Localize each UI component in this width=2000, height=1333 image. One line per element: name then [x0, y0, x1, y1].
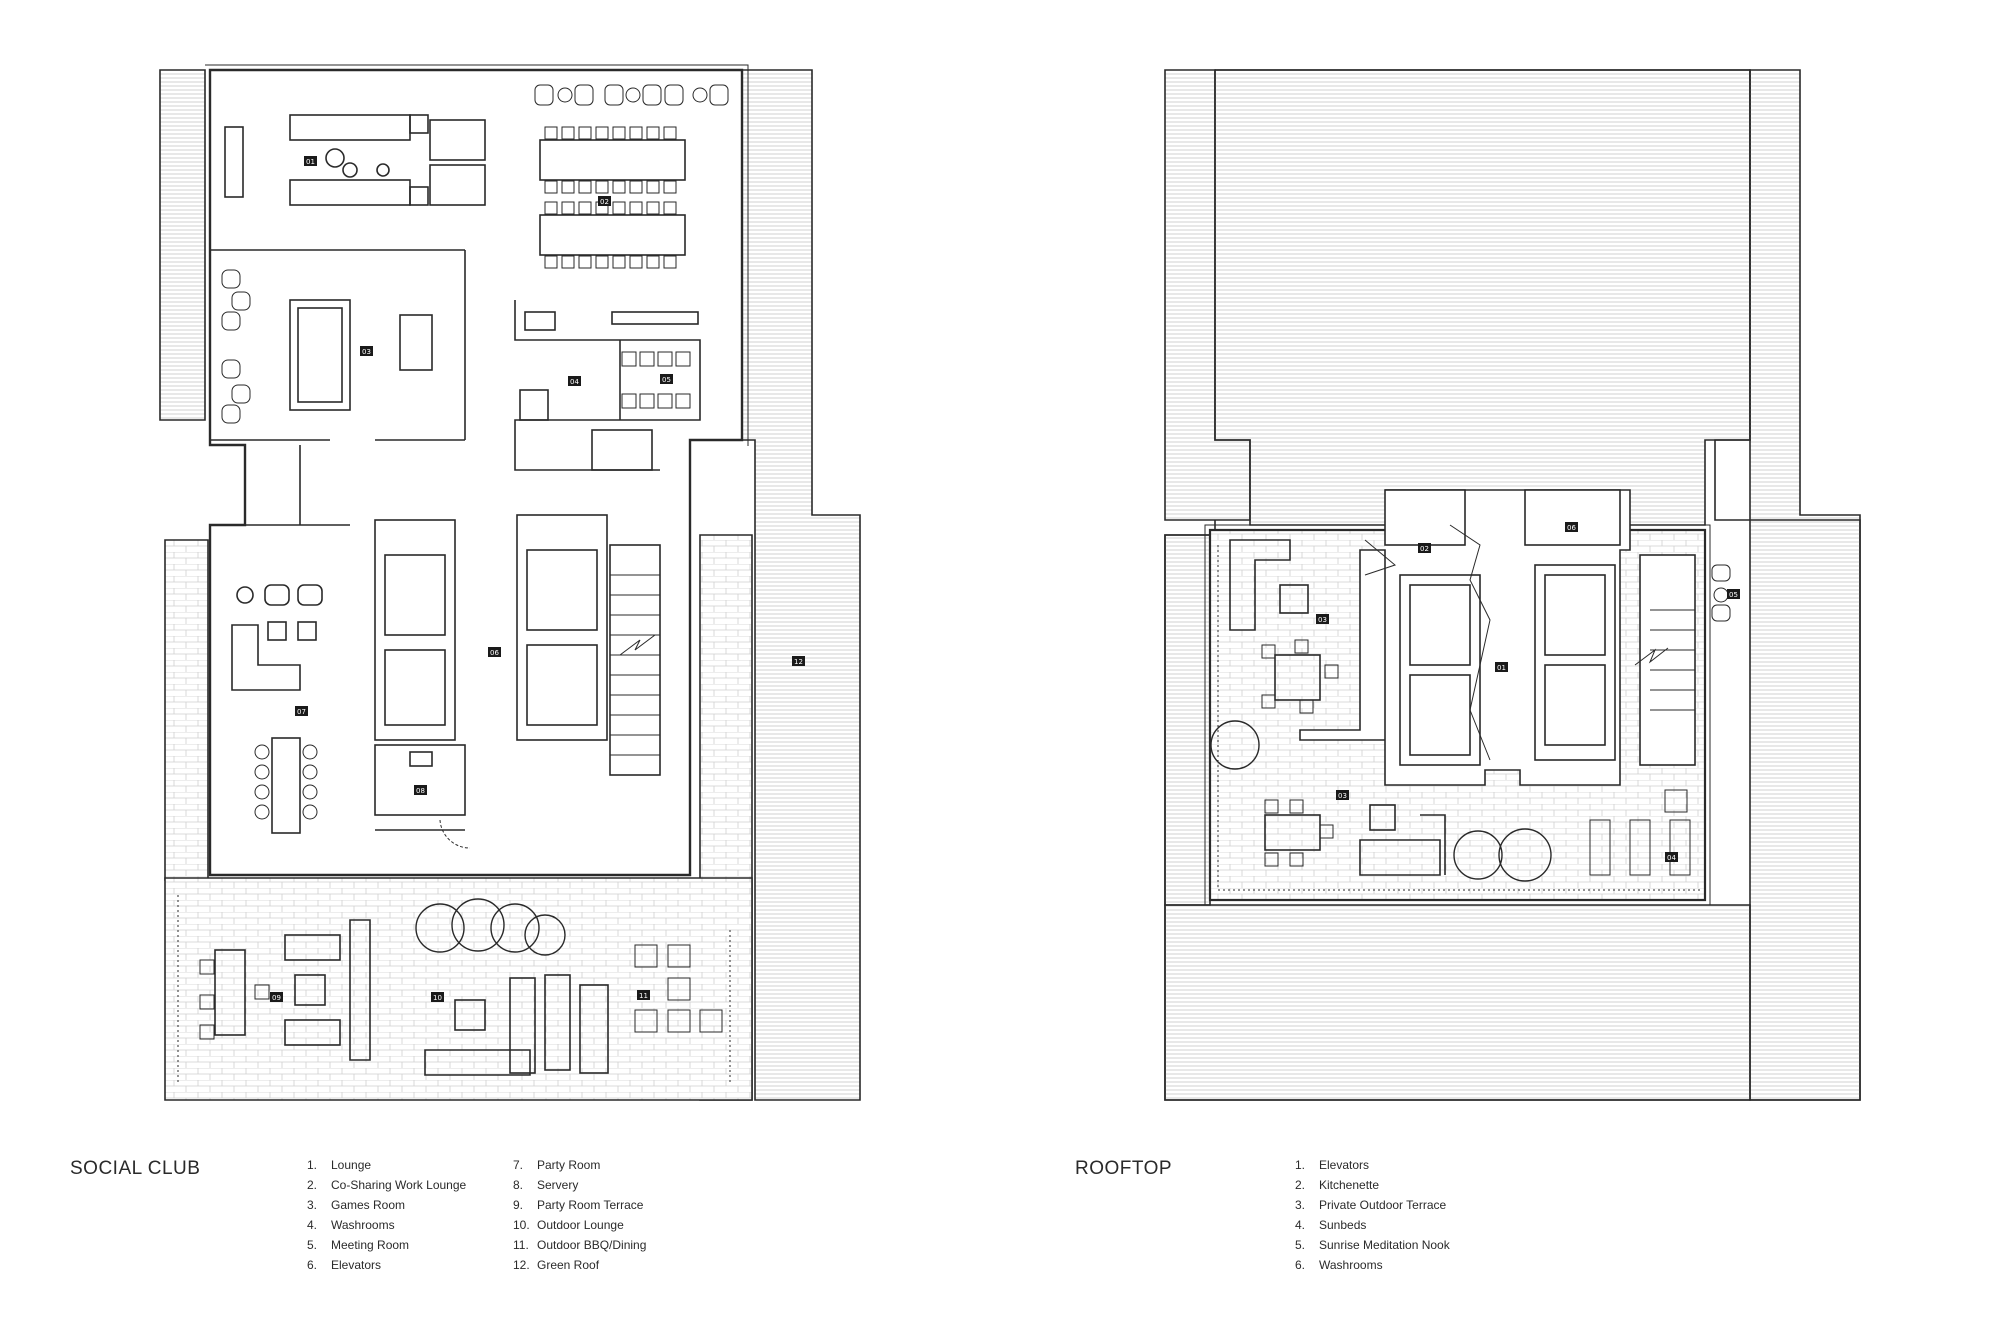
social-club-legend-col2: 7.Party Room 8.Servery 9.Party Room Terr…	[513, 1155, 646, 1275]
tag-11: 11	[637, 990, 650, 1000]
social-club-title: SOCIAL CLUB	[70, 1158, 201, 1179]
legend-item: 11.Outdoor BBQ/Dining	[513, 1238, 647, 1252]
social-club-tags: 01 02 03 04 05 06 07 08 09 10 11 12	[270, 156, 805, 1002]
green-roof-area-right	[734, 69, 861, 1101]
svg-text:12: 12	[794, 658, 803, 666]
green-roof-area	[159, 69, 206, 421]
tag-01: 01	[304, 156, 317, 166]
legend-item: 8.Servery	[513, 1178, 579, 1192]
svg-text:03: 03	[1318, 616, 1327, 624]
tag-rooftop-06: 06	[1565, 522, 1578, 532]
social-club-plan	[159, 64, 861, 1101]
legend-item: 4.Sunbeds	[1295, 1218, 1367, 1232]
tag-05: 05	[660, 374, 673, 384]
legend-item: 1.Lounge	[307, 1158, 372, 1172]
svg-text:01: 01	[306, 158, 315, 166]
social-club-legend-col1: 1.Lounge 2.Co-Sharing Work Lounge 3.Game…	[307, 1155, 466, 1275]
legend-item: 3.Games Room	[307, 1198, 406, 1212]
svg-text:07: 07	[297, 708, 306, 716]
svg-text:04: 04	[1667, 854, 1676, 862]
legend-item: 2.Co-Sharing Work Lounge	[307, 1178, 467, 1192]
svg-text:04: 04	[570, 378, 579, 386]
rooftop-south-roof	[1164, 904, 1751, 1101]
legend-item: 3.Private Outdoor Terrace	[1295, 1198, 1447, 1212]
svg-text:10: 10	[433, 994, 442, 1002]
svg-text:06: 06	[490, 649, 499, 657]
tag-03: 03	[360, 346, 373, 356]
tag-02: 02	[598, 196, 611, 206]
stair	[610, 574, 660, 756]
legend-item: 2.Kitchenette	[1295, 1178, 1380, 1192]
svg-text:03: 03	[1338, 792, 1347, 800]
legend-item: 12.Green Roof	[513, 1258, 600, 1272]
tag-09: 09	[270, 992, 283, 1002]
svg-text:11: 11	[639, 992, 648, 1000]
rooftop-legend: 1.Elevators 2.Kitchenette 3.Private Outd…	[1295, 1155, 1450, 1275]
trees-rooftop	[1210, 720, 1552, 882]
svg-text:03: 03	[362, 348, 371, 356]
legend-item: 10.Outdoor Lounge	[513, 1218, 624, 1232]
planters-row	[534, 84, 729, 106]
legend-item: 5.Meeting Room	[307, 1238, 410, 1252]
svg-text:02: 02	[600, 198, 609, 206]
terrace-west-strip	[164, 539, 209, 881]
rooftop-upper-roof	[1214, 69, 1751, 526]
tag-04: 04	[568, 376, 581, 386]
svg-text:08: 08	[416, 787, 425, 795]
legend-item: 7.Party Room	[513, 1158, 601, 1172]
legend-item: 6.Washrooms	[1295, 1258, 1383, 1272]
building-outline	[208, 68, 744, 877]
legend-item: 1.Elevators	[1295, 1158, 1370, 1172]
tag-rooftop-04: 04	[1665, 852, 1678, 862]
tag-rooftop-05: 05	[1727, 589, 1740, 599]
legend-item: 5.Sunrise Meditation Nook	[1295, 1238, 1450, 1252]
tag-06: 06	[488, 647, 501, 657]
legend-item: 6.Elevators	[307, 1258, 382, 1272]
tag-rooftop-01: 01	[1495, 662, 1508, 672]
svg-text:05: 05	[1729, 591, 1738, 599]
svg-text:06: 06	[1567, 524, 1576, 532]
tag-10: 10	[431, 992, 444, 1002]
rooftop-east-roof	[1749, 69, 1861, 1101]
tag-rooftop-03a: 03	[1316, 614, 1329, 624]
tag-08: 08	[414, 785, 427, 795]
party-room-terrace	[164, 877, 753, 1101]
svg-text:02: 02	[1420, 545, 1429, 553]
rooftop-plan	[1164, 69, 1861, 1101]
svg-text:05: 05	[662, 376, 671, 384]
svg-text:09: 09	[272, 994, 281, 1002]
legend-item: 9.Party Room Terrace	[513, 1198, 644, 1212]
svg-text:01: 01	[1497, 664, 1506, 672]
tag-rooftop-03b: 03	[1336, 790, 1349, 800]
rooftop-title: ROOFTOP	[1075, 1158, 1173, 1179]
tag-12: 12	[792, 656, 805, 666]
legend-item: 4.Washrooms	[307, 1218, 395, 1232]
rooftop-west-roof	[1164, 534, 1211, 906]
trees-social	[415, 898, 566, 956]
tag-07: 07	[295, 706, 308, 716]
rooftop-tags: 01 02 03 03 04 05 06	[1316, 522, 1740, 862]
tag-rooftop-02: 02	[1418, 543, 1431, 553]
